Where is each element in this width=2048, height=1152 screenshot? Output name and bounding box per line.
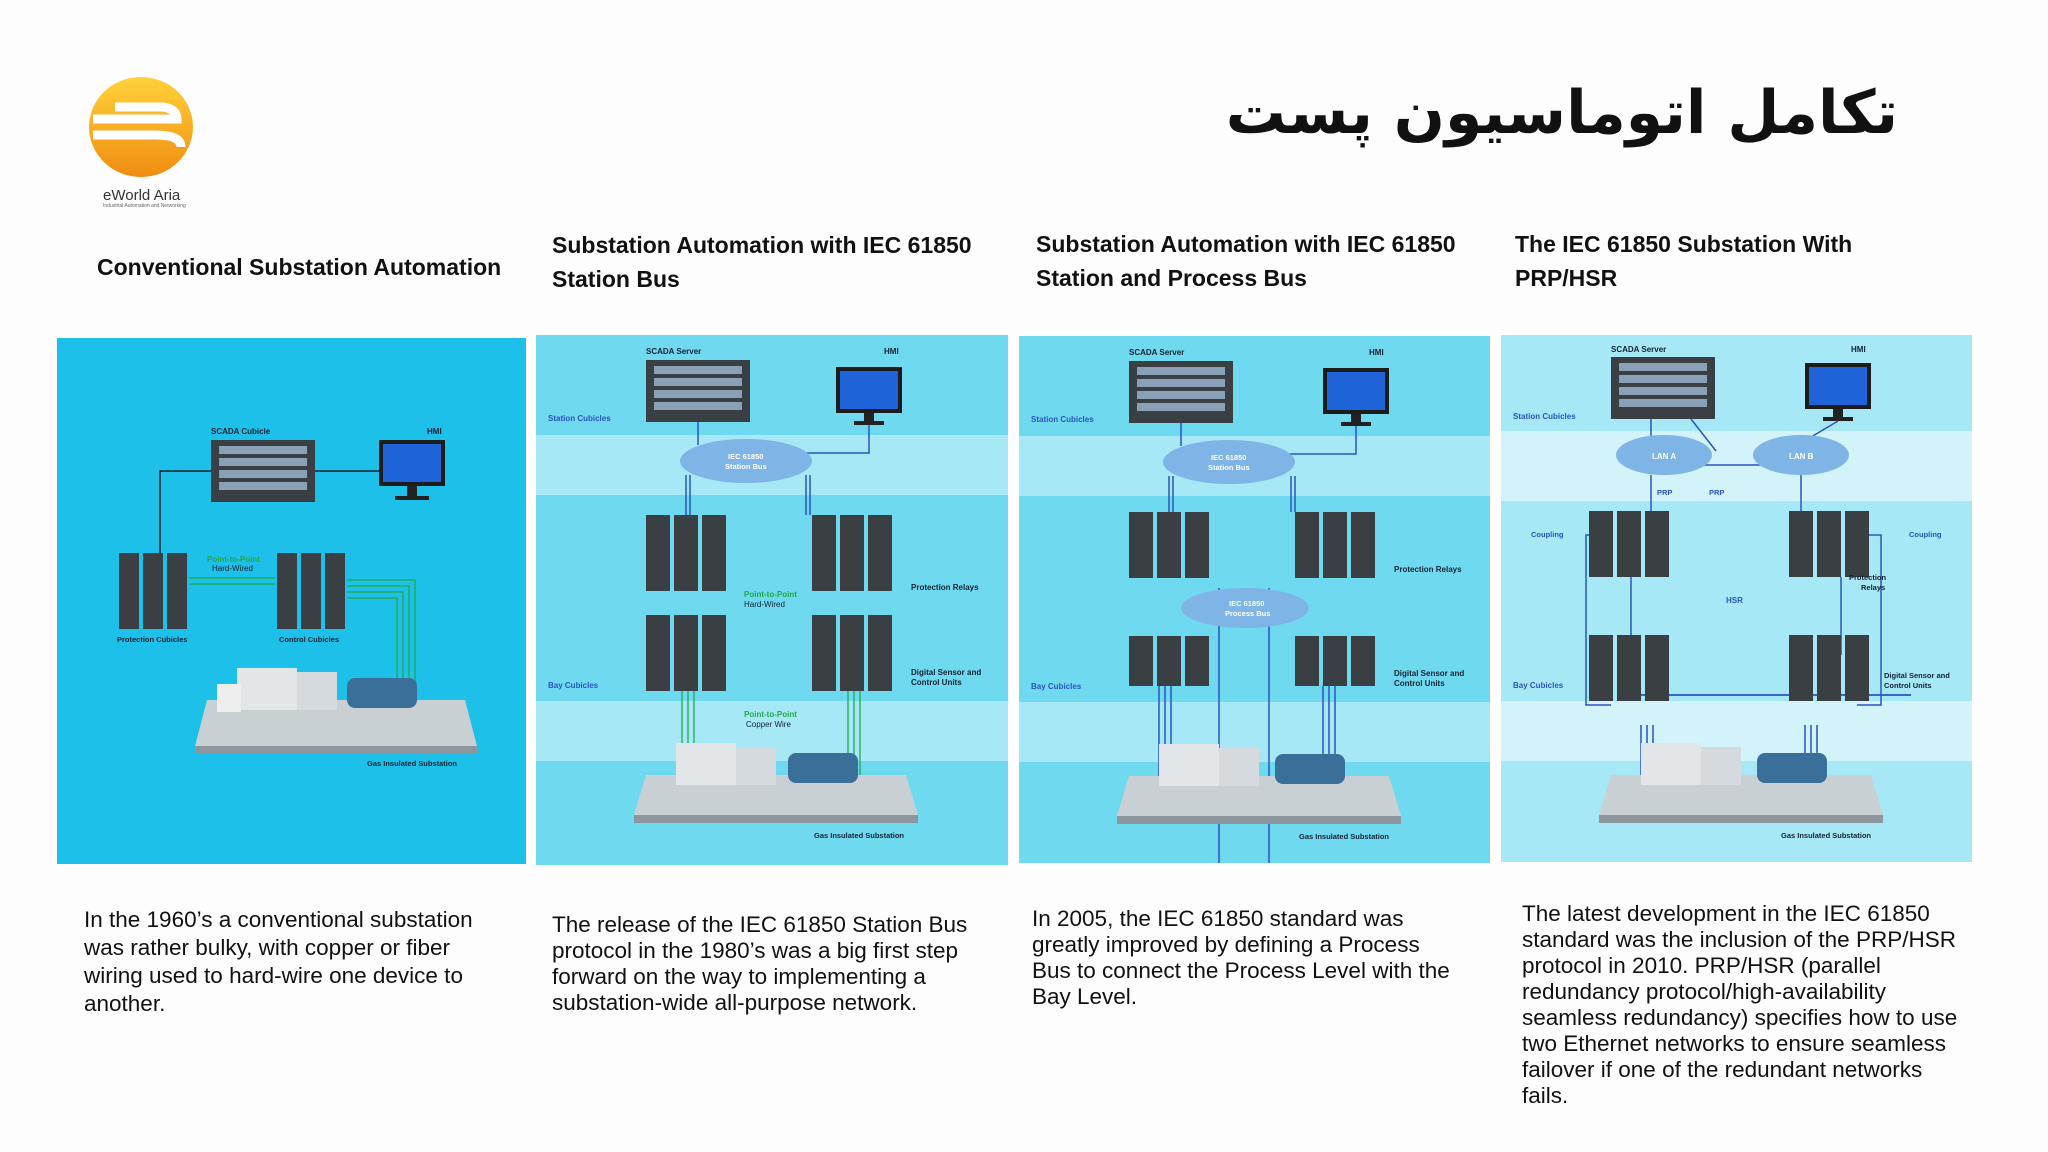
protection-relays-label-2: Relays: [1861, 583, 1885, 592]
station-cubicles-label: Station Cubicles: [1031, 415, 1094, 424]
protection-cubicles-label: Protection Cubicles: [117, 635, 187, 644]
relay-cubicles: [1129, 512, 1375, 686]
column-4-description: The latest development in the IEC 61850 …: [1522, 901, 1958, 1108]
hmi-label: HMI: [884, 347, 899, 356]
column-1-description: In the 1960’s a conventional substation …: [84, 907, 473, 1016]
control-cubicles: [277, 553, 345, 629]
hmi-label: HMI: [1369, 348, 1384, 357]
hmi-label: HMI: [427, 427, 442, 436]
logo-tagline: Industrial Automation and Networking: [103, 203, 186, 209]
hmi-label: HMI: [1851, 345, 1866, 354]
scada-server-label: SCADA Server: [1611, 345, 1666, 354]
lan-a-label: LAN A: [1652, 452, 1676, 461]
substation-label: Gas Insulated Substation: [1781, 831, 1871, 840]
protection-relays-label: Protection Relays: [911, 583, 979, 592]
copper-wire-label: Copper Wire: [746, 720, 791, 729]
hsr-label: HSR: [1726, 596, 1743, 605]
gas-insulated-substation: [195, 668, 477, 754]
column-3-heading: Substation Automation with IEC 61850 Sta…: [1036, 231, 1456, 291]
dsu-label: Digital Sensor and: [1884, 671, 1950, 680]
dsu-label: Digital Sensor and: [911, 668, 981, 677]
coupling-label-right: Coupling: [1909, 530, 1942, 539]
scada-cubicle-label: SCADA Cubicle: [211, 427, 271, 436]
control-cubicles-label: Control Cubicles: [279, 635, 339, 644]
column-2-heading: Substation Automation with IEC 61850 Sta…: [552, 232, 972, 292]
cloud-label-2: Station Bus: [1208, 463, 1250, 472]
gas-insulated-substation: [634, 743, 918, 823]
hard-wired-label: Hard-Wired: [212, 564, 253, 573]
lan-b-label: LAN B: [1789, 452, 1814, 461]
column-1-heading: Conventional Substation Automation: [97, 254, 502, 280]
column-4-heading: The IEC 61850 Substation With PRP/HSR: [1515, 231, 1853, 291]
station-bus-diagram: SCADA Server HMI Station Cubicles IEC 61…: [536, 335, 1008, 865]
page-title: تکامل اتوماسیون پست: [1225, 78, 1898, 148]
process-bus-cloud: [1181, 588, 1309, 628]
process-cloud-label-2: Process Bus: [1225, 609, 1270, 618]
scada-server-label: SCADA Server: [646, 347, 701, 356]
cloud-label: IEC 61850: [1211, 453, 1246, 462]
station-bus-cloud: [680, 439, 812, 483]
logo-brand: eWorld Aria: [103, 187, 181, 204]
protection-cubicles: [119, 553, 187, 629]
station-cubicles-label: Station Cubicles: [548, 414, 611, 423]
dsu-label-2: Control Units: [1394, 679, 1445, 688]
column-3-description: In 2005, the IEC 61850 standard was grea…: [1032, 906, 1450, 1009]
company-logo: eWorld Aria Industrial Automation and Ne…: [85, 75, 205, 215]
station-bus-cloud: [1163, 440, 1295, 484]
bay-cubicles-label: Bay Cubicles: [548, 681, 599, 690]
process-cloud-label: IEC 61850: [1229, 599, 1264, 608]
relay-cubicles: [1589, 511, 1869, 701]
protection-relays-label: Protection: [1849, 573, 1887, 582]
point-to-point-label: Point-to-Point: [207, 555, 260, 564]
lan-a-cloud: [1616, 435, 1712, 475]
hard-wired-label: Hard-Wired: [744, 600, 785, 609]
relay-cubicles: [646, 515, 892, 691]
cloud-label-2: Station Bus: [725, 462, 767, 471]
prp-label-1: PRP: [1657, 488, 1672, 497]
dsu-label-2: Control Units: [911, 678, 962, 687]
column-2-description: The release of the IEC 61850 Station Bus…: [552, 912, 968, 1015]
lan-b-cloud: [1753, 435, 1849, 475]
station-cubicles-label: Station Cubicles: [1513, 412, 1576, 421]
dsu-label: Digital Sensor and: [1394, 669, 1464, 678]
prp-hsr-diagram: SCADA Server HMI Station Cubicles LAN A …: [1501, 335, 1972, 862]
ewa-logo-icon: [89, 77, 193, 177]
protection-relays-label: Protection Relays: [1394, 565, 1462, 574]
conventional-diagram: SCADA Cubicle HMI Point-to-Point Hard-Wi…: [57, 338, 526, 864]
process-bus-diagram: SCADA Server HMI Station Cubicles IEC 61…: [1019, 336, 1490, 863]
cloud-label: IEC 61850: [728, 452, 763, 461]
ptp-label-2: Point-to-Point: [744, 710, 797, 719]
gas-insulated-substation: [1599, 743, 1883, 823]
substation-label: Gas Insulated Substation: [814, 831, 904, 840]
ptp-label-1: Point-to-Point: [744, 590, 797, 599]
bay-cubicles-label: Bay Cubicles: [1513, 681, 1564, 690]
coupling-label-left: Coupling: [1531, 530, 1564, 539]
bay-cubicles-label: Bay Cubicles: [1031, 682, 1082, 691]
prp-label-2: PRP: [1709, 488, 1724, 497]
dsu-label-2: Control Units: [1884, 681, 1932, 690]
substation-label: Gas Insulated Substation: [1299, 832, 1389, 841]
substation-label: Gas Insulated Substation: [367, 759, 457, 768]
gas-insulated-substation: [1117, 744, 1401, 824]
scada-server-label: SCADA Server: [1129, 348, 1184, 357]
